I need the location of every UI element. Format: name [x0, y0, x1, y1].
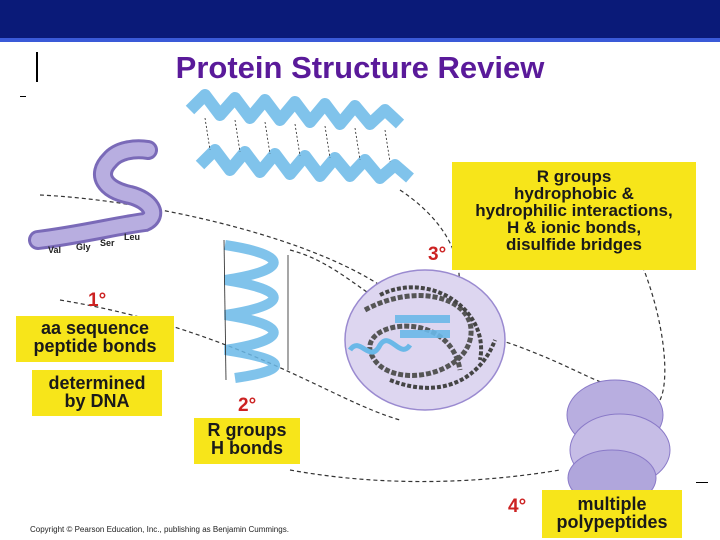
primary-box-line-1: aa sequence	[40, 318, 150, 338]
residue-label-1: Val	[48, 245, 61, 255]
secondary-box-line-1: R groups	[207, 420, 287, 440]
tertiary-globule	[344, 269, 506, 411]
tertiary-box-line-2: hydrophobic &	[514, 184, 634, 203]
connector-box-to-quaternary	[639, 259, 666, 401]
header-accent-line	[0, 38, 720, 42]
residue-label-4: Leu	[124, 232, 140, 242]
residue-label-2: Gly	[76, 242, 91, 252]
primary-box-line-2: peptide bonds	[33, 336, 157, 356]
primary-dna-box: determined by DNA	[32, 370, 162, 416]
primary-ribbon	[28, 139, 163, 250]
page-title: Protein Structure Review	[175, 50, 545, 85]
primary-dna-line-2: by DNA	[64, 391, 130, 411]
connector-helix-to-tertiary	[289, 249, 381, 301]
primary-dna-line-1: determined	[48, 373, 146, 393]
tertiary-box-line-1: R groups	[536, 167, 612, 186]
tertiary-info-box: R groups hydrophobic & hydrophilic inter…	[452, 162, 696, 270]
slide-tick-mark-right	[696, 482, 708, 483]
slide-margin-mark	[36, 52, 38, 82]
beta-sheet	[185, 89, 414, 184]
alpha-helix	[223, 239, 289, 383]
tertiary-box-line-3: hydrophilic interactions,	[475, 201, 673, 220]
secondary-info-box: R groups H bonds	[194, 418, 300, 464]
slide-tick-mark	[20, 96, 26, 97]
primary-info-box: aa sequence peptide bonds	[16, 316, 174, 362]
quaternary-marker: 4°	[508, 496, 527, 517]
quaternary-box-line-2: polypeptides	[556, 512, 668, 532]
tertiary-box-line-4: H & ionic bonds,	[506, 218, 642, 237]
copyright-text: Copyright © Pearson Education, Inc., pub…	[30, 525, 289, 534]
residue-label-3: Ser	[100, 238, 115, 248]
connector-primary-to-secondary	[59, 299, 401, 421]
quaternary-info-box: multiple polypeptides	[542, 490, 682, 538]
connector-tertiary-to-quaternary	[499, 339, 611, 386]
tertiary-box-line-5: disulfide bridges	[505, 235, 643, 254]
tertiary-marker: 3°	[428, 244, 447, 265]
primary-marker: 1°	[88, 290, 107, 311]
connector-primary-to-tertiary	[39, 194, 401, 301]
quaternary-box-line-1: multiple	[577, 494, 647, 514]
residue-labels: Val Gly Ser Leu	[48, 232, 140, 255]
connector-bottom	[289, 469, 561, 483]
secondary-box-line-2: H bonds	[211, 438, 283, 458]
header-bar	[0, 0, 720, 38]
quaternary-globules	[566, 379, 671, 507]
secondary-marker: 2°	[238, 395, 257, 416]
